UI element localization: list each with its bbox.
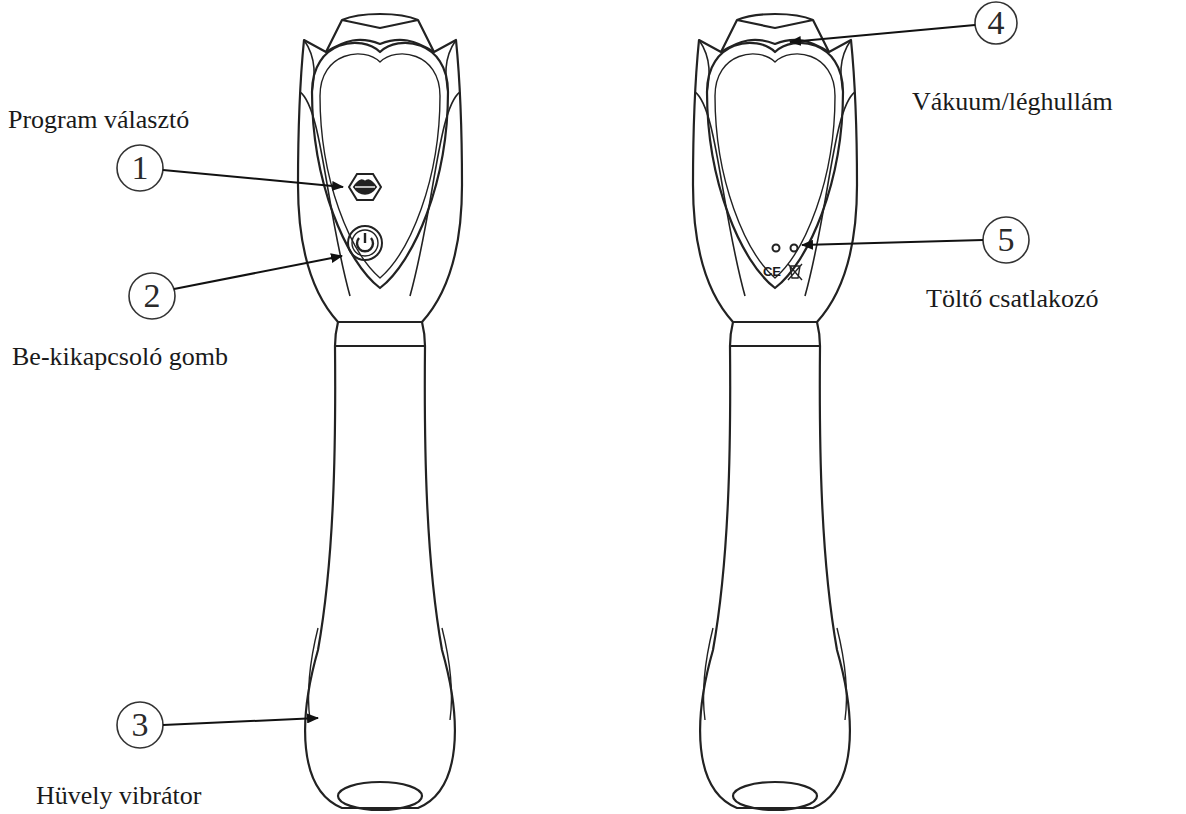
callout-number: 5: [998, 221, 1015, 258]
part-name: Hüvely vibrátor: [36, 782, 201, 811]
part-name: Be-kikapcsoló gomb: [12, 343, 228, 372]
callout-number: 4: [988, 4, 1005, 41]
callout-number: 1: [132, 149, 149, 186]
callout-number: 2: [144, 277, 161, 314]
part-name: Program választó: [8, 106, 189, 135]
part-name: Vákuum/léghullám: [912, 88, 1113, 117]
ce-mark: CE: [763, 265, 781, 279]
callout-number: 3: [132, 706, 149, 743]
part-name: Töltő csatlakozó: [926, 285, 1099, 314]
